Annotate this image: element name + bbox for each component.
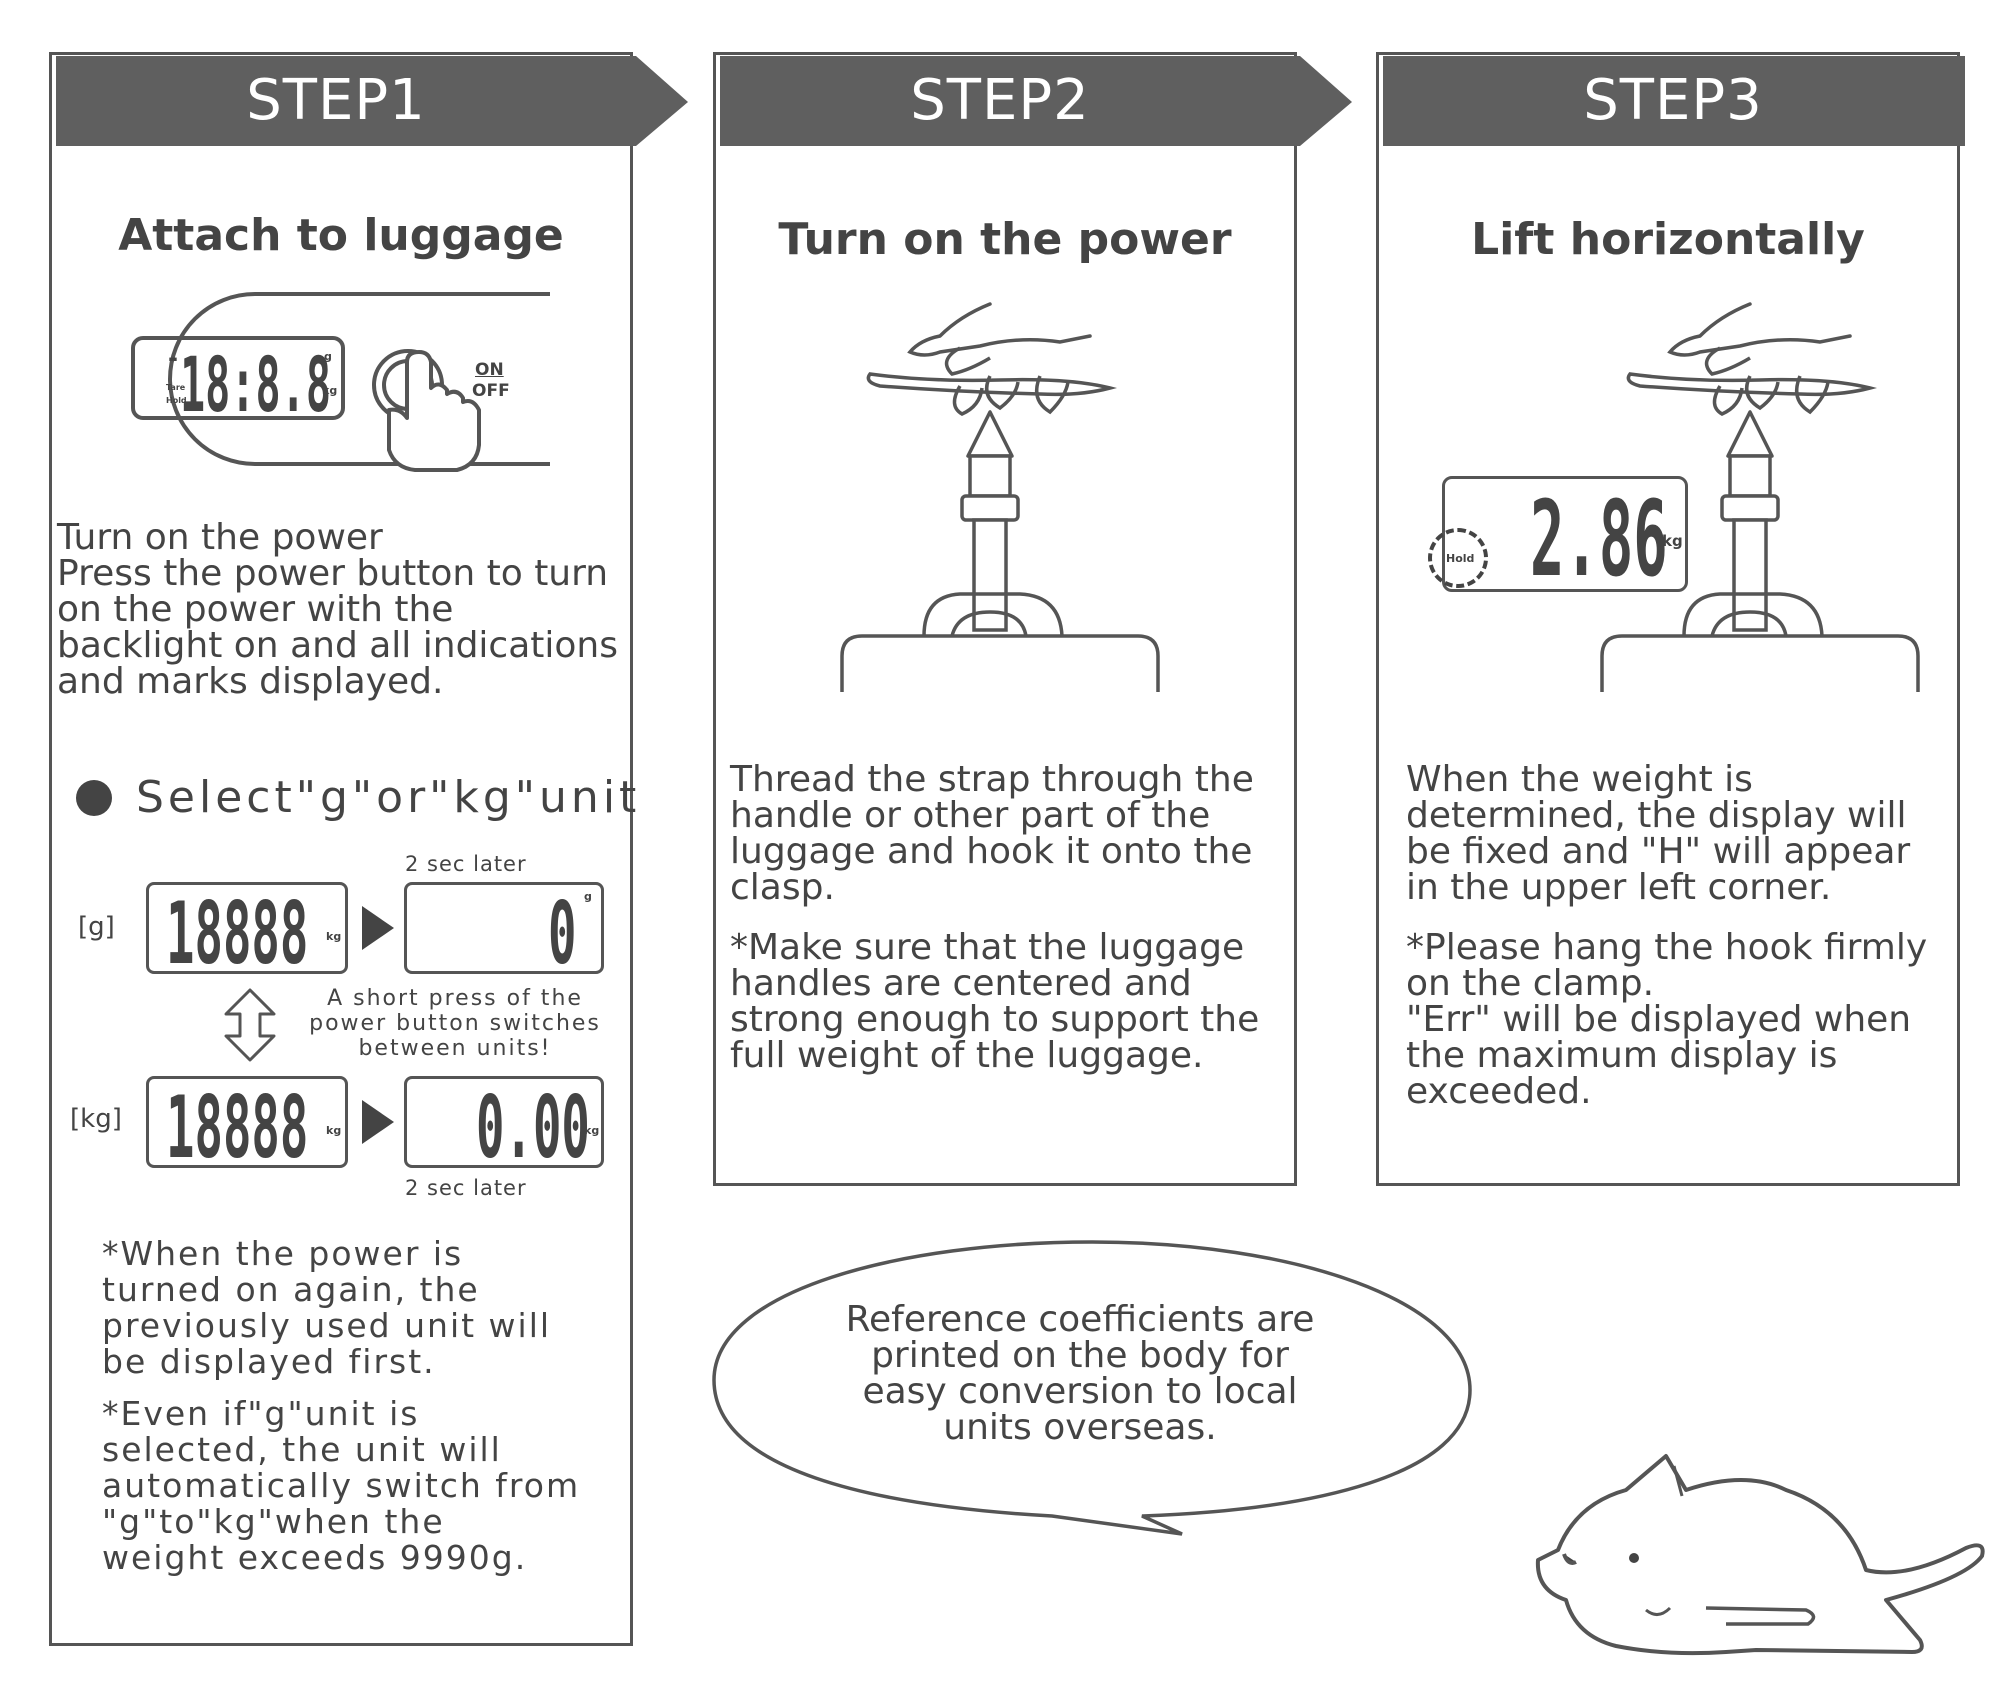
kg-row-from-unit: kg [326, 1124, 342, 1137]
step2-body1: Thread the strap through the handle or o… [730, 759, 1254, 908]
kg-row-to-unit: kg [584, 1124, 600, 1137]
step1-note1: *When the power is turned on again, the … [102, 1234, 552, 1381]
step3-display-unit: kg [1662, 532, 1683, 550]
off-label: OFF [472, 381, 510, 401]
g-row-to-digits: 0 [548, 884, 577, 984]
kg-row-label: [kg] [70, 1104, 122, 1134]
device-hold-label: Hold [166, 396, 187, 405]
step3-banner-shape [1383, 56, 1965, 146]
kg-row-later: 2 sec later [405, 1176, 527, 1200]
switch-double-arrow-icon [224, 988, 276, 1062]
kg-row-lcd-from [146, 1076, 348, 1168]
step2-body2: *Make sure that the luggage handles are … [730, 927, 1260, 1076]
bullet-dot [76, 780, 112, 816]
g-row-to-unit: g [584, 890, 592, 903]
on-label: ON [475, 360, 504, 380]
step2-banner: STEP2 [910, 67, 1090, 133]
step3-panel [1376, 52, 1960, 1186]
speech-bubble-text: Reference coefficients are printed on th… [845, 1299, 1315, 1448]
g-row-arrow-icon [362, 906, 394, 950]
scale-device-illustration [131, 292, 550, 472]
hand-lifting-scale-illustration [840, 302, 1160, 692]
device-minus: - [168, 344, 178, 372]
g-row-lcd-to [404, 882, 604, 974]
step1-banner: STEP1 [246, 67, 426, 133]
kg-row-arrow-icon [362, 1100, 394, 1144]
g-row-from-unit: kg [326, 930, 342, 943]
step2-banner-shape [720, 56, 1352, 146]
unit-select-heading: Select"g"or"kg"unit [136, 772, 641, 823]
kg-row-from-digits: 18888 [166, 1078, 309, 1178]
step1-note2: *Even if"g"unit is selected, the unit wi… [102, 1394, 581, 1577]
step3-display-value: 2.86 [1530, 478, 1668, 600]
device-tare-label: Tare [166, 383, 186, 392]
step3-body1: When the weight is determined, the displ… [1406, 759, 1911, 908]
step1-intro-body: Press the power button to turn on the po… [57, 553, 618, 702]
step1-banner-shape [56, 56, 688, 146]
device-lcd-digits: 18:8.8 [180, 340, 332, 429]
step1-heading: Attach to luggage [118, 210, 564, 261]
g-row-from-digits: 18888 [166, 884, 309, 984]
hold-label: Hold [1446, 552, 1475, 565]
step3-body2: *Please hang the hook firmly on the clam… [1406, 927, 1928, 1112]
step3-heading: Lift horizontally [1471, 214, 1865, 265]
step2-heading: Turn on the power [778, 214, 1232, 265]
step1-intro-title: Turn on the power [57, 517, 383, 558]
g-row-lcd-from [146, 882, 348, 974]
device-unit-g: g [324, 350, 332, 363]
hand-with-display-illustration [1600, 302, 1920, 692]
g-row-later: 2 sec later [405, 852, 527, 876]
sleeping-cat-illustration [1535, 1454, 1985, 1656]
g-row-label: [g] [78, 912, 115, 942]
step3-banner: STEP3 [1583, 67, 1763, 133]
device-unit-kg: kg [322, 384, 338, 397]
kg-row-to-digits: 0.00 [476, 1078, 590, 1178]
speech-bubble-shape [712, 1240, 1472, 1536]
hold-highlight-circle [1428, 528, 1488, 588]
switch-note: A short press of the power button switch… [309, 986, 601, 1061]
kg-row-lcd-to [404, 1076, 604, 1168]
step1-panel [49, 52, 633, 1646]
